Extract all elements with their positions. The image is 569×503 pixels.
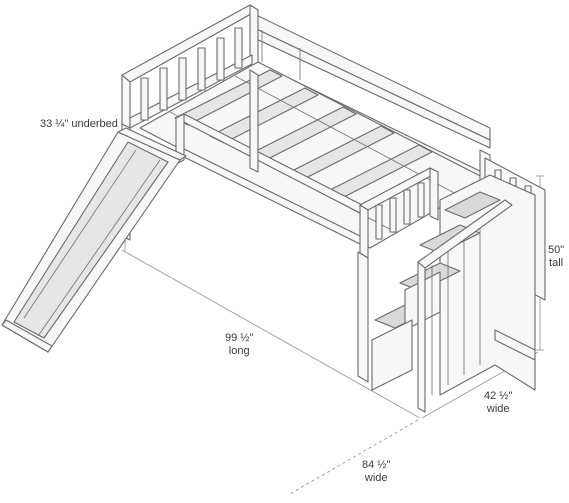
- slide-width-word: wide: [364, 472, 388, 484]
- length-label: 99 ½" long: [225, 332, 253, 358]
- height-word: tall: [549, 257, 564, 269]
- stair-post: [417, 261, 426, 413]
- height-value: 50": [548, 244, 565, 256]
- stair-base-rail: [494, 329, 536, 361]
- footboard-slats: [375, 182, 425, 240]
- underbed-label: 33 ¼" underbed: [40, 118, 118, 131]
- length-dimension-line: [121, 249, 421, 419]
- stair-step-1: [444, 191, 501, 219]
- slide-width-label: 84 ½" wide: [362, 459, 390, 485]
- slide: [1, 127, 187, 353]
- stair-unit: [371, 157, 546, 413]
- stair-rail-slats: [431, 228, 481, 395]
- underbed-text: 33 ¼" underbed: [40, 118, 118, 130]
- height-label: 50" tall: [548, 244, 564, 270]
- width-value: 42 ½": [484, 390, 513, 402]
- leg-back-right: [249, 69, 259, 173]
- headboard-slats: [140, 27, 243, 121]
- headboard: [121, 4, 259, 131]
- length-value: 99 ½": [225, 332, 254, 344]
- length-word: long: [228, 345, 250, 357]
- width-word: wide: [486, 403, 510, 415]
- width-label: 42 ½" wide: [484, 390, 512, 416]
- slide-width-value: 84 ½": [362, 459, 391, 471]
- leg-front-left: [357, 251, 369, 383]
- stair-drawer-lower: [371, 319, 413, 391]
- footboard: [359, 167, 439, 259]
- slide-width-dimension-line: [289, 419, 419, 495]
